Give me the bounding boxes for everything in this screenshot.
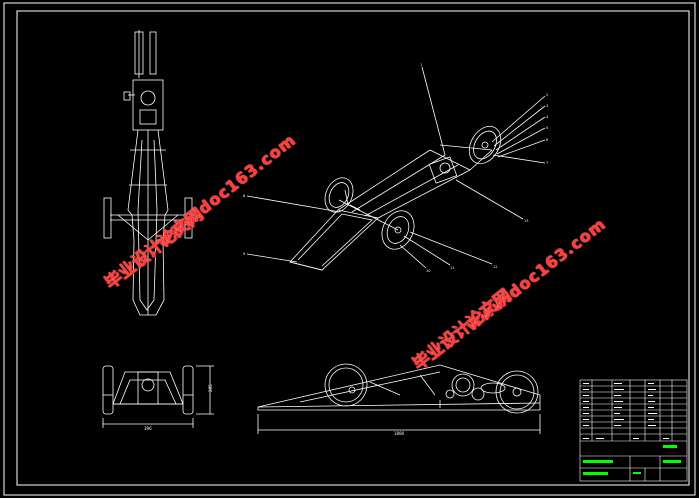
side-length-dim: 1880: [394, 431, 405, 436]
side-view: [257, 363, 541, 434]
front-height-dim: 285: [208, 384, 213, 392]
outer-border: [3, 2, 696, 496]
title-block: [579, 379, 688, 482]
top-view: [103, 30, 193, 316]
svg-text:13: 13: [524, 219, 528, 223]
balloon-labels: 1 2 3 4 5 6 7 8 9 10 11 12 13: [243, 63, 549, 273]
svg-text:3: 3: [546, 104, 548, 108]
title-block-marks: [583, 383, 669, 439]
svg-text:8: 8: [243, 194, 245, 198]
svg-text:11: 11: [450, 266, 454, 270]
svg-text:7: 7: [546, 161, 548, 165]
svg-text:9: 9: [243, 252, 245, 256]
svg-text:2: 2: [546, 93, 548, 97]
svg-text:12: 12: [493, 265, 497, 269]
svg-text:10: 10: [426, 269, 430, 273]
svg-text:6: 6: [546, 138, 548, 142]
svg-text:1: 1: [420, 63, 422, 67]
svg-text:4: 4: [546, 115, 549, 119]
front-view: [102, 365, 214, 428]
inner-border: [16, 10, 690, 486]
svg-text:5: 5: [546, 126, 548, 130]
front-width-dim: 396: [144, 426, 152, 431]
isometric-view: [246, 66, 546, 271]
title-block-green: [583, 445, 681, 475]
